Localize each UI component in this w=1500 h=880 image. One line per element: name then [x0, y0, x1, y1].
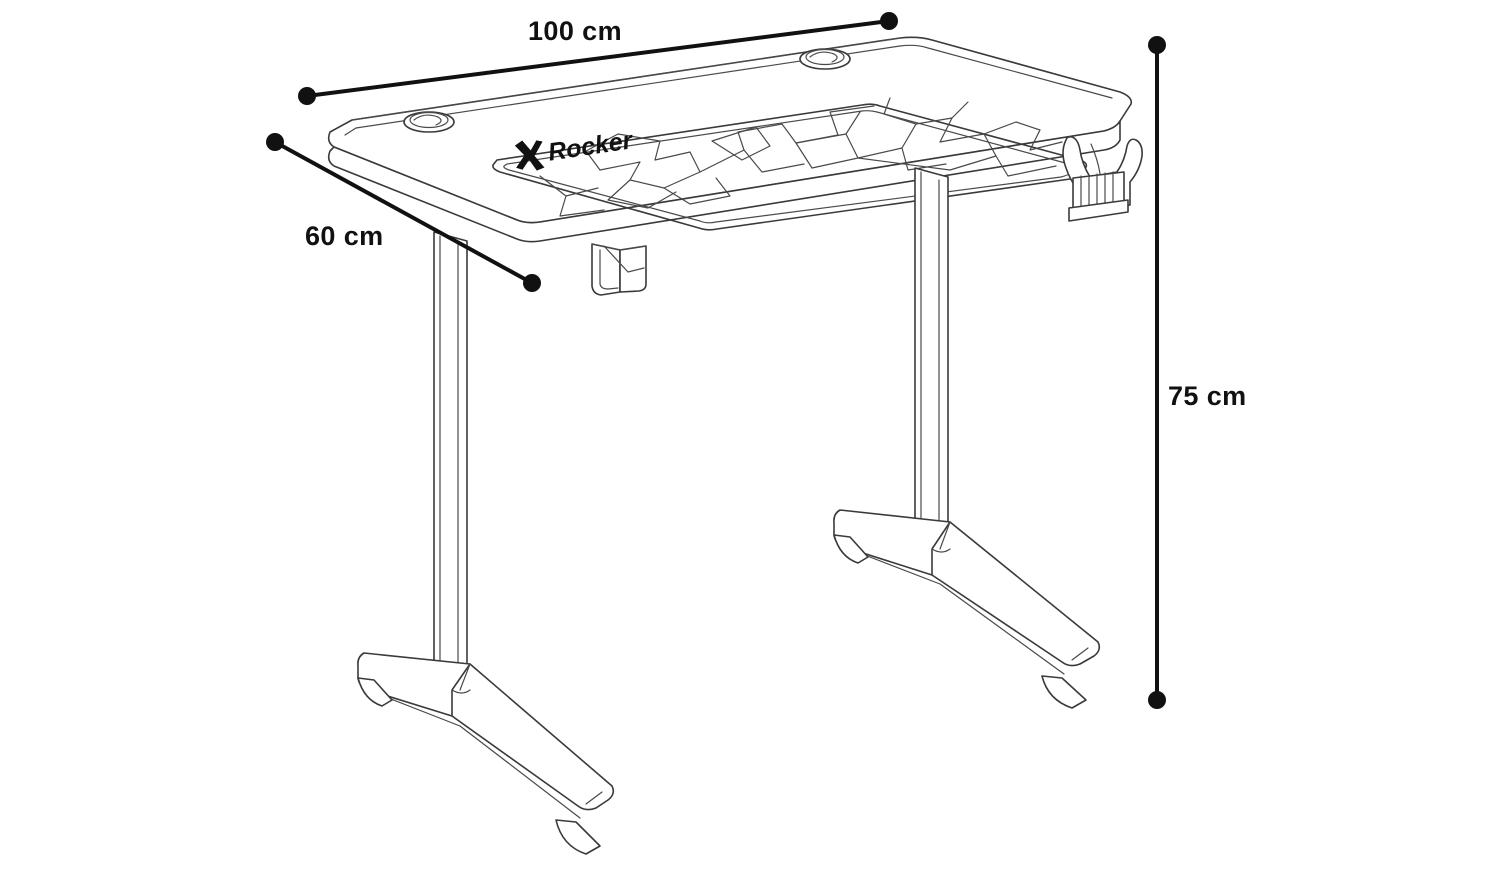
desk-top-bevel — [344, 44, 1113, 136]
dimension-label-depth: 60 cm — [305, 221, 384, 251]
headphone-hook-ribs — [1080, 171, 1114, 212]
leg-right — [833, 167, 1101, 709]
dimension-height — [1148, 36, 1166, 709]
leg-left-glide-front — [555, 819, 601, 855]
desk-top-edge-front — [327, 120, 1121, 243]
headphone-hook — [1062, 136, 1143, 222]
dimension-width-dot-end — [880, 12, 898, 30]
cable-grommet-left — [403, 111, 455, 133]
dimension-width-dot-start — [298, 87, 316, 105]
dimension-height-dot-top — [1148, 36, 1166, 54]
cable-grommet-right — [799, 48, 851, 70]
leg-left-column — [433, 231, 468, 701]
leg-left-glide-rear — [357, 677, 393, 707]
leg-right-column — [914, 167, 949, 561]
leg-left — [357, 231, 615, 855]
dimension-width — [298, 12, 898, 105]
dimension-height-dot-bottom — [1148, 691, 1166, 709]
desk-top — [327, 36, 1133, 243]
leg-left-foot-front — [451, 663, 615, 811]
leg-right-glide-front — [1041, 675, 1087, 709]
dimension-depth-dot-start — [266, 133, 284, 151]
dimension-label-height: 75 cm — [1168, 381, 1247, 411]
dimension-depth — [266, 133, 541, 292]
cup-holder — [591, 243, 647, 296]
logo-x-mark — [514, 140, 545, 171]
leg-right-foot-front — [931, 521, 1101, 667]
leg-right-glide-rear — [833, 534, 869, 564]
dimension-depth-dot-end — [523, 274, 541, 292]
dimension-label-width: 100 cm — [528, 16, 622, 46]
mousepad-pattern — [539, 97, 1063, 217]
mousepad-inner-border — [503, 110, 1075, 224]
